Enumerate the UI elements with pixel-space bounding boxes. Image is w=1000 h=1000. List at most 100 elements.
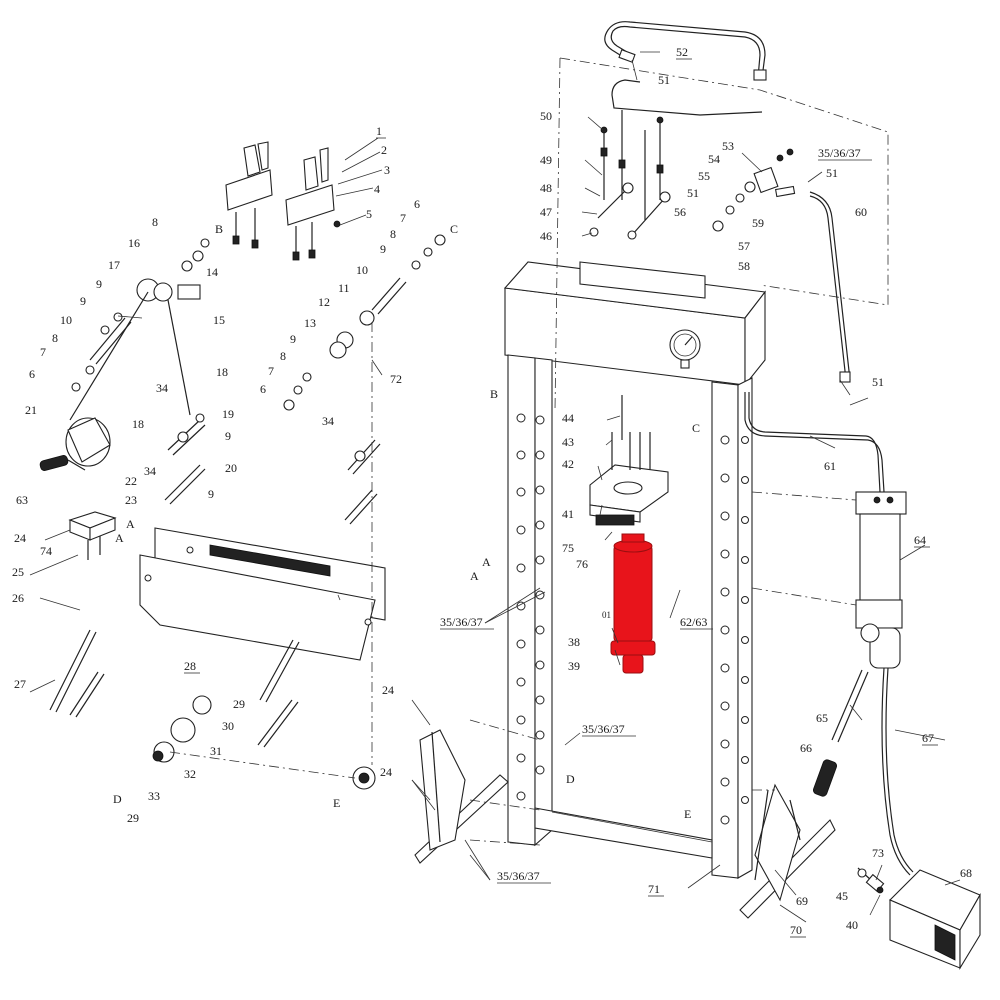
callout-54: 54 [708,152,720,166]
callout-20: 20 [225,461,237,475]
callout-48: 48 [540,181,552,195]
callout-2: 2 [381,143,387,157]
callout-24a: 24 [14,531,26,545]
bracket-74 [68,511,117,560]
callout-29a: 29 [233,697,245,711]
left-foot-24 [414,729,509,864]
winch-21 [39,417,111,471]
callout-6b: 6 [260,382,266,396]
column-holes [516,413,749,825]
callout-68: 68 [960,866,972,880]
callout-42: 42 [562,457,574,471]
letter-d-2: D [566,772,575,786]
callout-9d: 9 [380,242,386,256]
callout-55: 55 [698,169,710,183]
connection-letters: A A A A B B C C D D E E 01 [113,222,700,821]
callout-24c: 24 [380,765,392,779]
callout-8b: 8 [52,331,58,345]
letter-a-4: A [470,569,479,583]
callout-60: 60 [855,205,867,219]
cylinder-base [610,640,656,656]
callout-6263: 62/63 [680,615,707,629]
callout-56: 56 [674,205,686,219]
hydraulic-hose-60 [809,191,851,383]
callout-353637a: 35/36/37 [818,146,861,160]
callout-22: 22 [125,474,137,488]
callout-9a: 9 [96,277,102,291]
callout-11: 11 [338,281,350,295]
hydraulic-cylinder-highlighted [610,533,656,674]
top-bolts [589,110,671,240]
callout-21: 21 [25,403,37,417]
pins-26-27 [49,629,300,748]
callout-26: 26 [12,591,24,605]
callout-30: 30 [222,719,234,733]
callout-66: 66 [800,741,812,755]
callout-8c: 8 [280,349,286,363]
callout-43: 43 [562,435,574,449]
valve-assembly [712,148,796,232]
hydraulic-hose-61 [744,392,885,493]
hydraulic-hose-67 [881,667,914,876]
callout-8a: 8 [152,215,158,229]
upper-pulley-assembly [69,238,210,421]
callout-15: 15 [213,313,225,327]
callout-61: 61 [824,459,836,473]
callout-9c: 9 [290,332,296,346]
pulley-29-33 [152,322,376,790]
letter-01: 01 [602,610,611,620]
callout-28: 28 [184,659,196,673]
letter-c-1: C [450,222,458,236]
callout-67: 67 [922,731,934,745]
foot-pedal-68 [889,869,981,970]
callout-65: 65 [816,711,828,725]
letter-b-2: B [490,387,498,401]
callout-34c: 34 [322,414,334,428]
letter-b-1: B [215,222,223,236]
callout-6c: 6 [414,197,420,211]
callout-63: 63 [16,493,28,507]
callout-19: 19 [222,407,234,421]
callout-57: 57 [738,239,750,253]
shafts-and-washers [71,234,446,411]
callout-10a: 10 [60,313,72,327]
callout-8d: 8 [390,227,396,241]
callout-40: 40 [846,918,858,932]
callout-71: 71 [648,882,660,896]
hose-fittings [857,867,885,894]
press-frame [503,261,767,879]
dashed-assembly-box [554,57,889,411]
callout-9b: 9 [80,294,86,308]
callout-34a: 34 [156,381,168,395]
letter-a-3: A [482,555,491,569]
callout-70: 70 [790,923,802,937]
callout-353637d: 35/36/37 [497,869,540,883]
callout-53: 53 [722,139,734,153]
callout-9e: 9 [225,429,231,443]
callout-50: 50 [540,109,552,123]
leader-lines [29,51,961,923]
callout-29b: 29 [127,811,139,825]
callout-1: 1 [376,124,382,138]
callout-17: 17 [108,258,120,272]
plate-28 [139,527,386,661]
letter-e-1: E [333,796,340,810]
callout-5: 5 [366,207,372,221]
callout-46: 46 [540,229,552,243]
callout-353637c: 35/36/37 [582,722,625,736]
callout-16: 16 [128,236,140,250]
right-foot-69-70 [739,783,836,919]
callout-18b: 18 [216,365,228,379]
callout-45: 45 [836,889,848,903]
callout-44: 44 [562,411,574,425]
callout-3: 3 [384,163,390,177]
callout-34b: 34 [144,464,156,478]
callout-52: 52 [676,45,688,59]
letter-d-1: D [113,792,122,806]
callout-13: 13 [304,316,316,330]
callout-7a: 7 [40,345,46,359]
callout-41: 41 [562,507,574,521]
callout-31: 31 [210,744,222,758]
callout-24b: 24 [382,683,394,697]
